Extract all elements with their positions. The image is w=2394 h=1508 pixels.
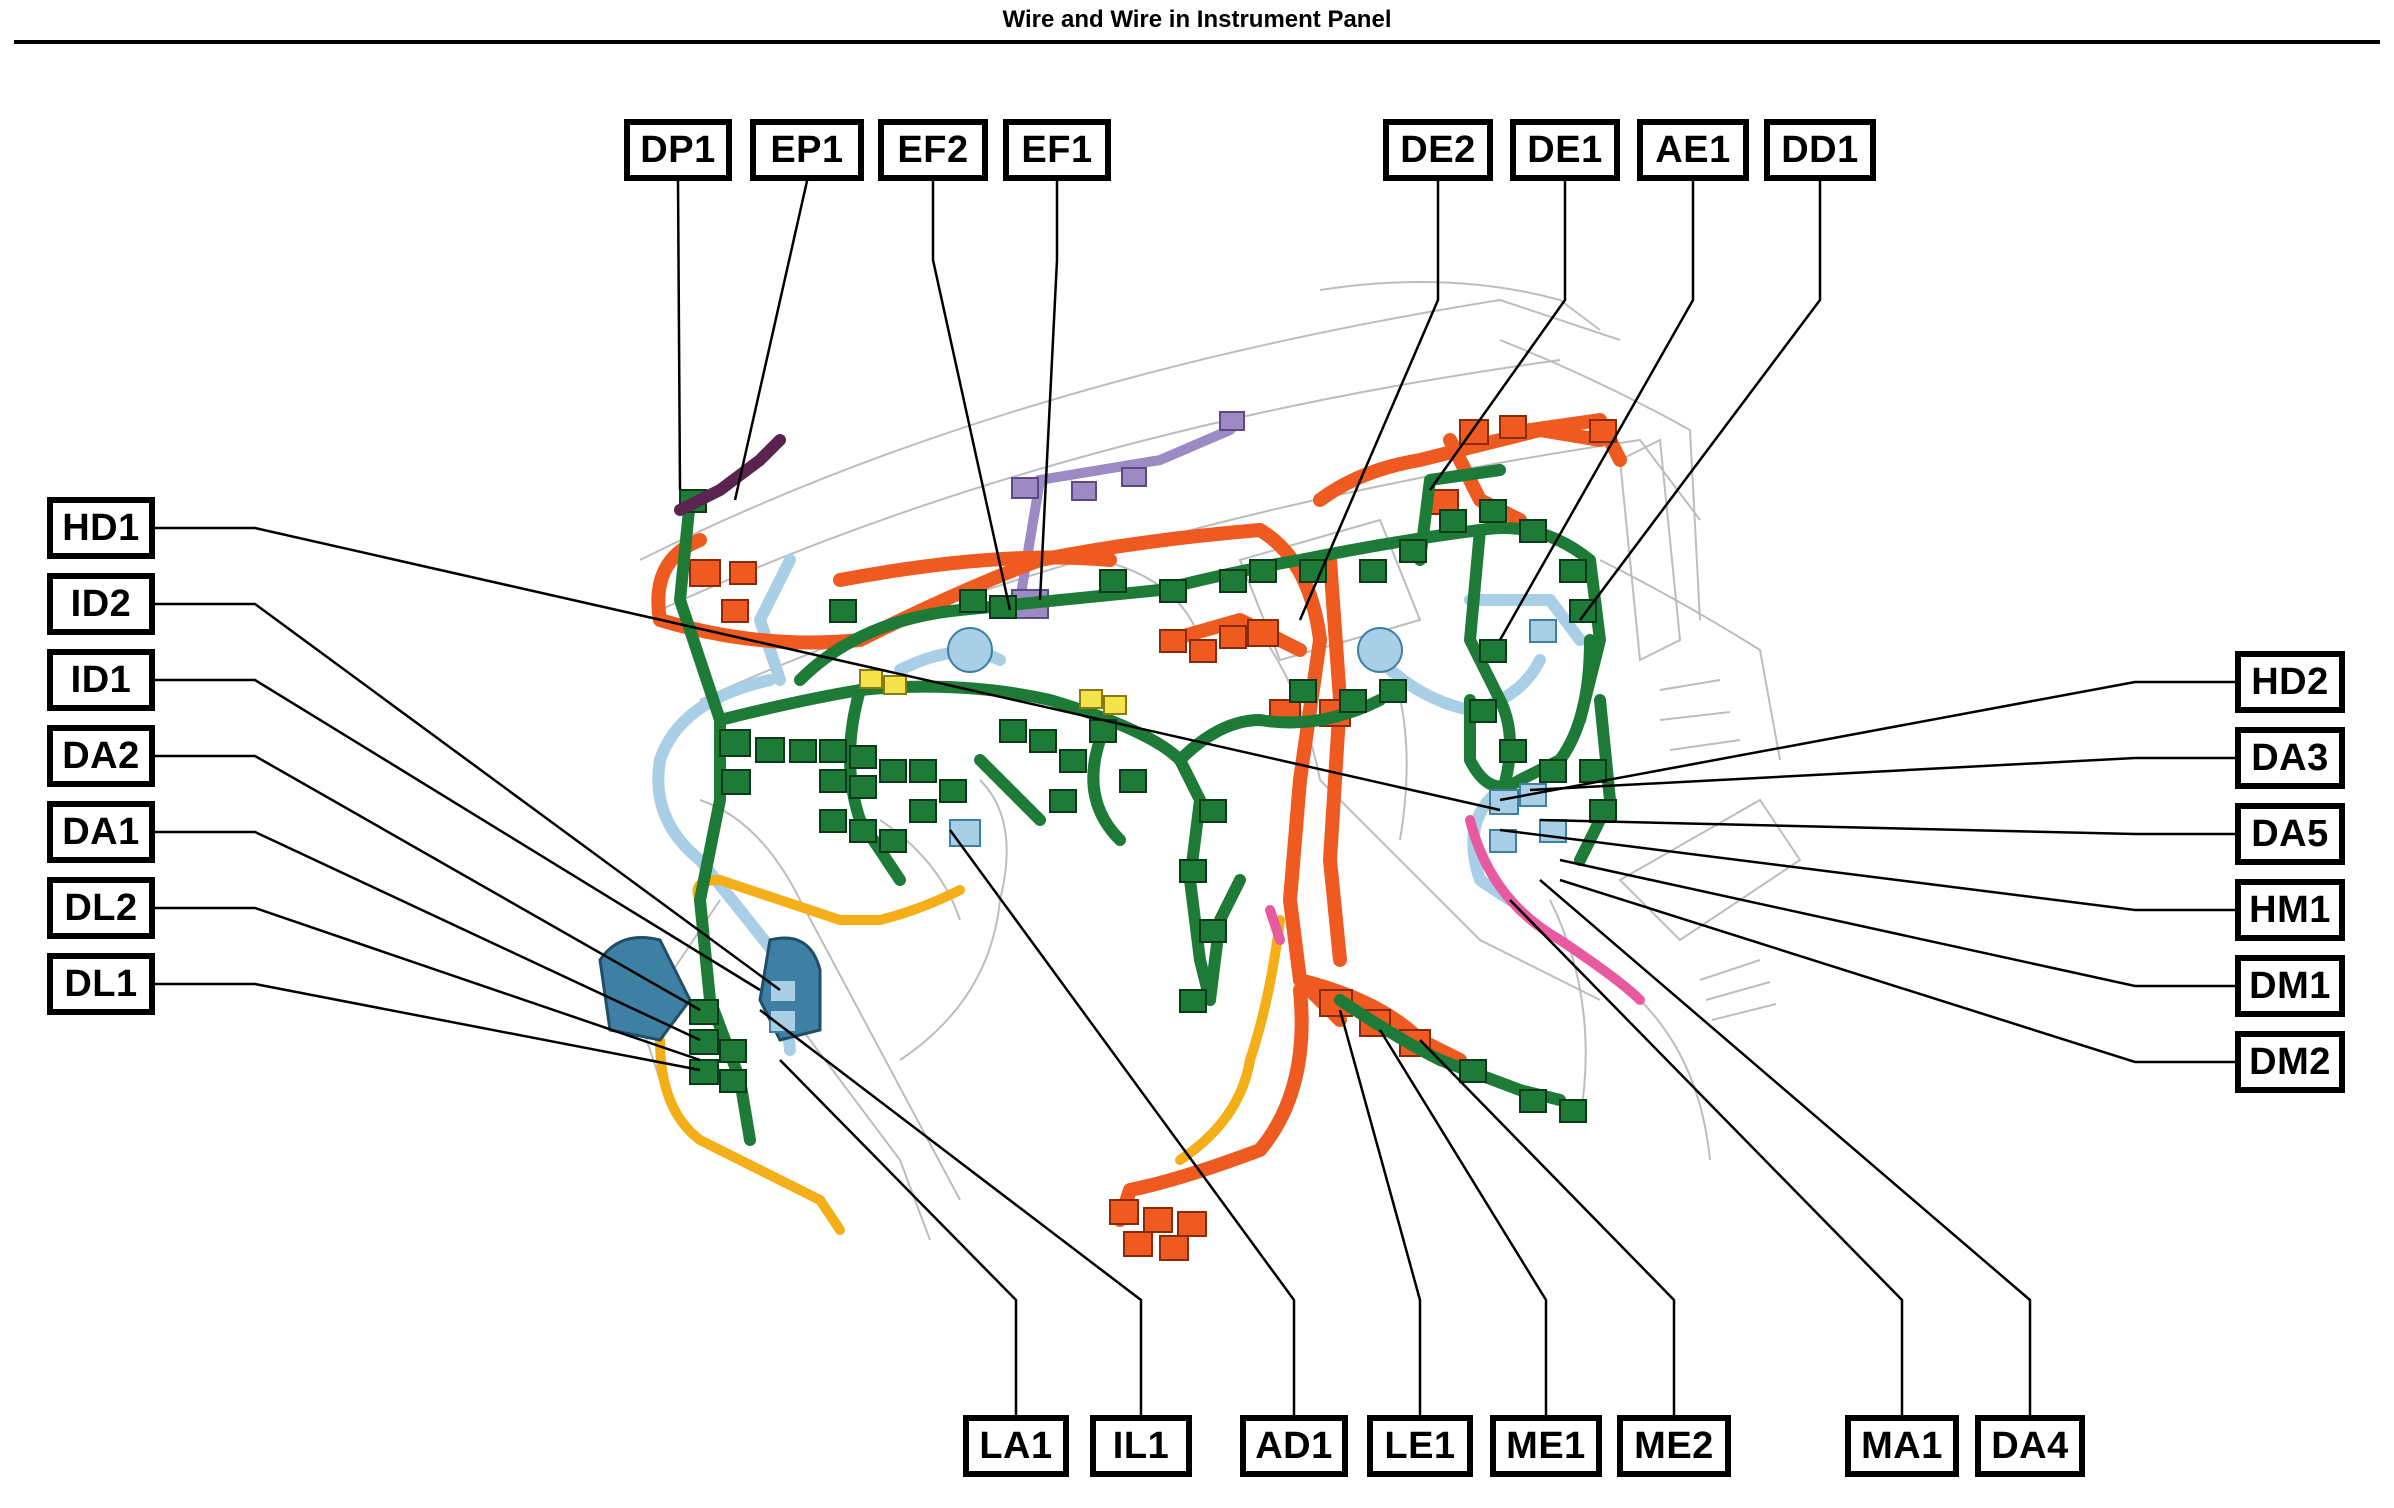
- label-le1: LE1: [1367, 1415, 1473, 1477]
- dark-purple-connector: [674, 434, 786, 516]
- label-da2: DA2: [47, 725, 155, 787]
- yellow-connectors: [859, 669, 1127, 715]
- label-da5: DA5: [2235, 803, 2345, 865]
- green-connectors: [679, 489, 1617, 1123]
- label-dd1: DD1: [1764, 119, 1876, 181]
- purple-wires: [1015, 415, 1245, 605]
- label-id1: ID1: [47, 649, 155, 711]
- label-me1: ME1: [1490, 1415, 1602, 1477]
- label-ep1: EP1: [750, 119, 864, 181]
- label-ef2: EF2: [878, 119, 988, 181]
- title-rule: [14, 40, 2380, 44]
- label-hd1: HD1: [47, 497, 155, 559]
- label-dl1: DL1: [47, 953, 155, 1015]
- label-de2: DE2: [1383, 119, 1493, 181]
- label-il1: IL1: [1090, 1415, 1192, 1477]
- label-de1: DE1: [1510, 119, 1620, 181]
- label-dl2: DL2: [47, 877, 155, 939]
- label-da1: DA1: [47, 801, 155, 863]
- leader-lines: [155, 180, 2235, 1415]
- label-da4: DA4: [1975, 1415, 2085, 1477]
- label-dm2: DM2: [2235, 1031, 2345, 1093]
- page-title: Wire and Wire in Instrument Panel: [1002, 6, 1392, 33]
- label-ae1: AE1: [1637, 119, 1749, 181]
- green-wires: [674, 464, 1616, 1146]
- label-dp1: DP1: [624, 119, 732, 181]
- label-id2: ID2: [47, 573, 155, 635]
- label-da3: DA3: [2235, 727, 2345, 789]
- label-ef1: EF1: [1003, 119, 1111, 181]
- pink-wires: [1265, 815, 1645, 1005]
- label-ad1: AD1: [1240, 1415, 1348, 1477]
- label-hm1: HM1: [2235, 879, 2345, 941]
- label-hd2: HD2: [2235, 651, 2345, 713]
- label-ma1: MA1: [1845, 1415, 1959, 1477]
- label-la1: LA1: [963, 1415, 1069, 1477]
- label-me2: ME2: [1617, 1415, 1731, 1477]
- label-dm1: DM1: [2235, 955, 2345, 1017]
